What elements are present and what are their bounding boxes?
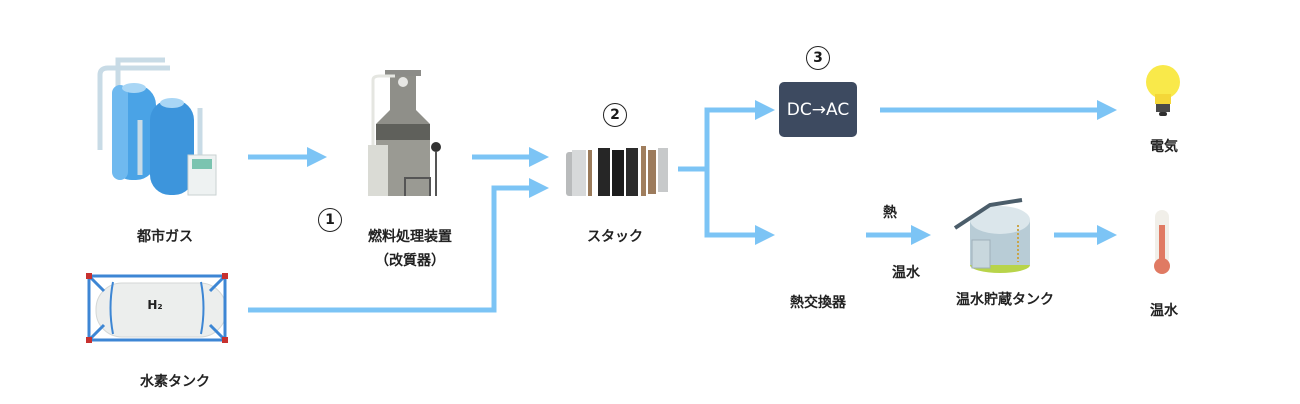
hot-water-edge-label: 温水	[892, 265, 920, 281]
arrow-h2-to-stack	[248, 178, 549, 313]
arrow-to-inverter	[704, 100, 775, 235]
step-1-badge: 1	[318, 208, 342, 232]
light-bulb-icon	[1146, 65, 1180, 116]
hydrogen-tank-label: 水素タンク	[140, 374, 210, 390]
fuel-processor-sublabel: （改質器）	[375, 253, 445, 269]
swap-arrows-icon	[805, 219, 835, 251]
hot-water-output-label: 温水	[1150, 303, 1178, 319]
hydrogen-tank-icon	[86, 273, 228, 343]
heat-exchanger-label: 熱交換器	[790, 295, 846, 311]
reformer-icon	[368, 70, 441, 196]
heat-exchanger-box	[779, 207, 857, 263]
storage-tank-icon	[953, 198, 1030, 273]
step-3-badge: 3	[806, 46, 830, 70]
fuel-cell-stack-icon	[566, 146, 668, 196]
storage-tank-label: 温水貯蔵タンク	[956, 292, 1054, 308]
electricity-label: 電気	[1150, 139, 1178, 155]
stack-label: スタック	[587, 229, 643, 245]
thermometer-icon	[1154, 210, 1170, 274]
fuel-processor-label: 燃料処理装置	[368, 229, 452, 245]
gas-tanks-icon	[97, 57, 217, 196]
heat-edge-label: 熱	[883, 205, 897, 221]
inverter-box: DC→AC	[779, 82, 857, 137]
arrow-to-heat-exchanger	[704, 169, 775, 245]
h2-text: H₂	[147, 298, 163, 312]
city-gas-label: 都市ガス	[137, 229, 193, 245]
step-2-badge: 2	[603, 103, 627, 127]
